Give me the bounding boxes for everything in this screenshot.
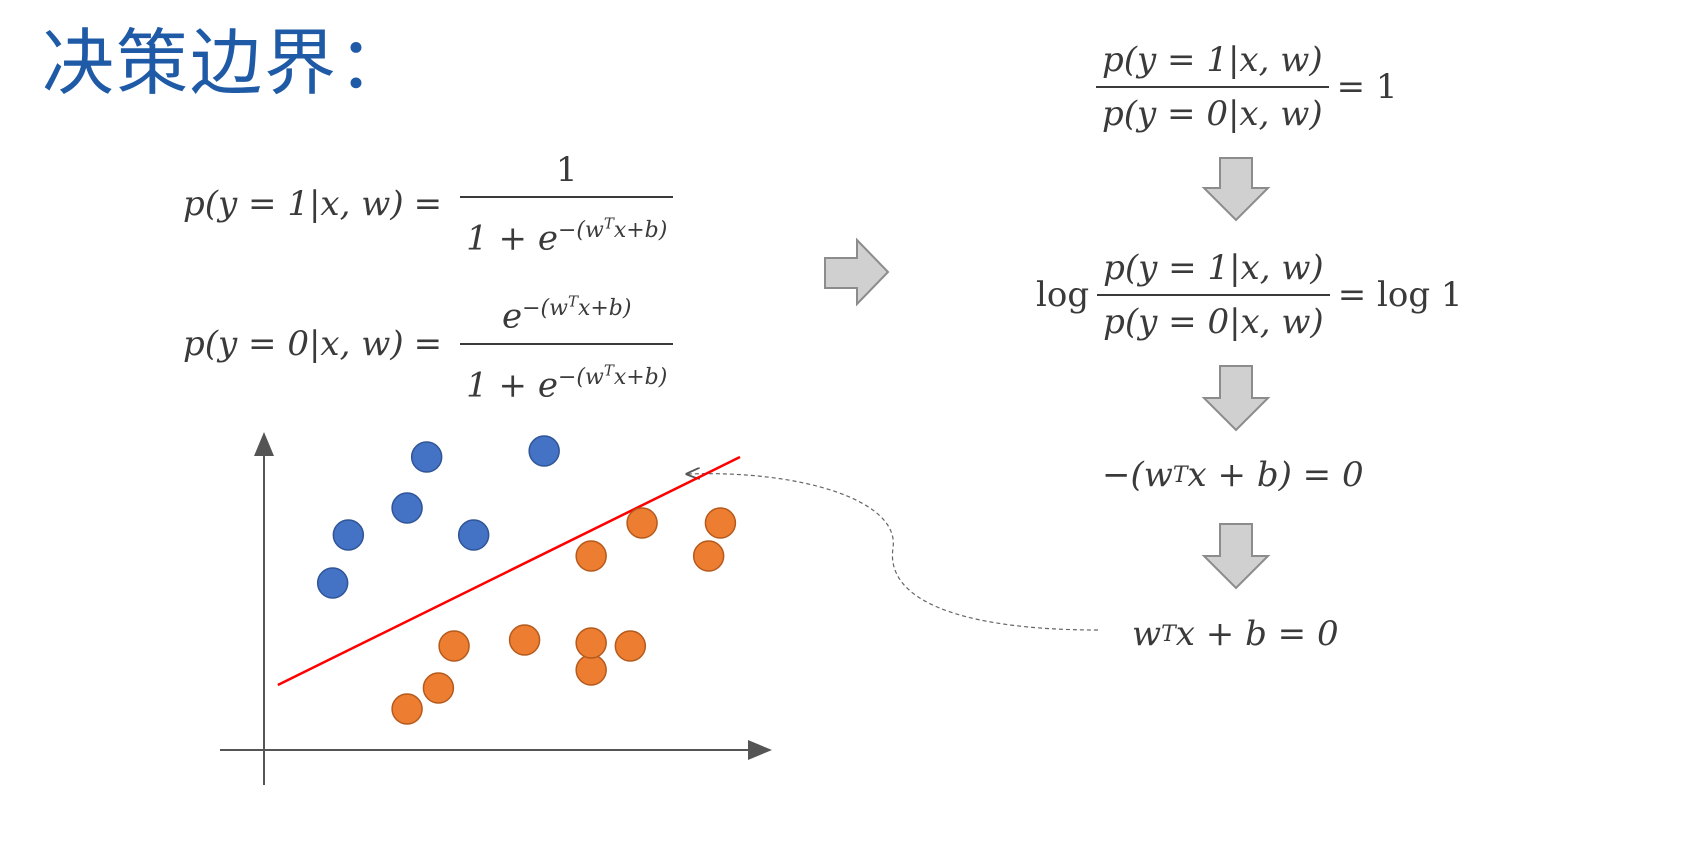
blue-data-point — [332, 519, 365, 551]
step1-numerator: p(y = 1|x, w) — [1102, 40, 1323, 80]
orange-data-point — [508, 624, 541, 656]
blue-data-point — [316, 567, 349, 599]
step2-fraction: p(y = 1|x, w) p(y = 0|x, w) — [1097, 248, 1330, 342]
eq2-equals: = — [413, 323, 443, 364]
step2-denominator: p(y = 0|x, w) — [1097, 294, 1330, 342]
down-arrow-icon — [1201, 157, 1271, 222]
blue-data-point — [528, 435, 560, 467]
right-arrow-icon — [824, 237, 890, 307]
orange-data-point — [614, 630, 647, 662]
down-arrow-icon — [1201, 365, 1271, 432]
orange-data-point — [626, 507, 658, 539]
blue-data-point — [391, 492, 423, 524]
blue-data-point — [457, 519, 490, 551]
step1-fraction: p(y = 1|x, w) p(y = 0|x, w) — [1096, 40, 1329, 134]
step1-rhs: = 1 — [1336, 67, 1398, 107]
step1-denominator: p(y = 0|x, w) — [1096, 86, 1329, 134]
orange-data-point — [692, 540, 725, 572]
scatter-plot — [220, 432, 772, 785]
log-odds-equation: log p(y = 1|x, w) p(y = 0|x, w) = log 1 — [1036, 248, 1463, 342]
eq2-denominator: 1 + e−(wTx+b) — [460, 342, 674, 405]
eq1-numerator: 1 — [555, 150, 578, 190]
orange-data-point — [391, 693, 423, 725]
decision-boundary-line — [277, 455, 741, 687]
sigmoid-equation-positive: p(y = 1|x, w) = 1 1 + e−(wTx+b) — [183, 150, 681, 259]
eq1-fraction: 1 1 + e−(wTx+b) — [460, 150, 674, 259]
eq2-fraction: e−(wTx+b) 1 + e−(wTx+b) — [460, 282, 674, 405]
eq2-numerator: e−(wTx+b) — [501, 293, 632, 337]
down-arrow-icon — [1201, 523, 1271, 590]
step2-numerator: p(y = 1|x, w) — [1103, 248, 1324, 288]
scatter-points — [316, 435, 737, 725]
orange-data-point — [438, 630, 470, 662]
orange-data-point — [575, 540, 607, 572]
eq1-denominator: 1 + e−(wTx+b) — [460, 196, 674, 259]
orange-data-point — [704, 507, 737, 539]
eq2-lhs: p(y = 0|x, w) — [183, 323, 404, 364]
boundary-annotation-arrow — [688, 474, 1099, 631]
blue-data-point — [410, 441, 443, 473]
orange-data-point — [575, 627, 607, 659]
page-title: 决策边界： — [42, 21, 413, 105]
step2-rhs: = log 1 — [1337, 275, 1463, 315]
eq1-equals: = — [413, 184, 443, 225]
orange-data-point — [575, 654, 607, 686]
orange-data-point — [422, 672, 455, 704]
sigmoid-equation-negative: p(y = 0|x, w) = e−(wTx+b) 1 + e−(wTx+b) — [183, 282, 681, 405]
odds-ratio-equation: p(y = 1|x, w) p(y = 0|x, w) = 1 — [1088, 40, 1398, 134]
step2-log: log — [1036, 275, 1090, 315]
eq1-lhs: p(y = 1|x, w) — [183, 184, 404, 225]
